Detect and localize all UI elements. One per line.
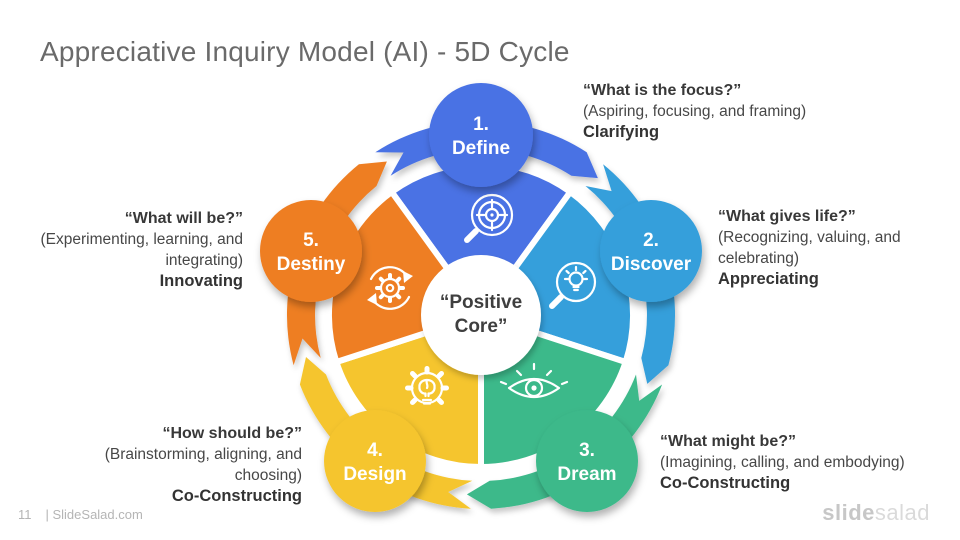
stage-name: Define	[452, 138, 510, 159]
eye-icon	[499, 362, 569, 399]
stage-circle-discover: 2. Discover	[600, 200, 702, 302]
annotation-keyword: Co-Constructing	[660, 474, 791, 492]
target-magnifier-icon	[464, 193, 514, 243]
slidesalad-logo: slidesalad	[822, 500, 930, 526]
bulb-magnifier-icon	[549, 261, 597, 309]
stage-number: 3.	[579, 440, 595, 461]
annotation-question: “How should be?”	[162, 425, 302, 442]
annotation-question: “What might be?”	[660, 433, 796, 450]
page-title: Appreciative Inquiry Model (AI) - 5D Cyc…	[40, 36, 570, 67]
positive-core-label-line2: Core”	[455, 316, 508, 337]
annotation-detail: (Imagining, calling, and embodying)	[660, 454, 905, 471]
page-number: 11	[18, 507, 32, 522]
stage-circle-design: 4. Design	[324, 410, 426, 512]
stage-name: Discover	[611, 254, 692, 275]
annotation-keyword: Innovating	[159, 272, 243, 290]
logo-bold-part: slide	[822, 500, 875, 525]
annotation-question: “What will be?”	[124, 210, 243, 227]
stage-number: 1.	[473, 114, 489, 135]
annotation-destiny: “What will be?” (Experimenting, learning…	[38, 208, 243, 292]
stage-circles: 1. Define 2. Discover 3. Dream 4. Design…	[260, 83, 702, 512]
annotation-detail: (Experimenting, learning, and integratin…	[40, 231, 243, 269]
annotation-define: “What is the focus?” (Aspiring, focusing…	[583, 80, 903, 143]
stage-name: Design	[343, 464, 406, 485]
annotation-detail: (Aspiring, focusing, and framing)	[583, 103, 807, 120]
annotation-detail: (Brainstorming, aligning, and choosing)	[104, 446, 302, 484]
annotation-keyword: Co-Constructing	[171, 487, 302, 505]
stage-number: 4.	[367, 440, 383, 461]
annotation-question: “What gives life?”	[718, 208, 856, 225]
footer: 11 | SlideSalad.com	[18, 507, 143, 522]
stage-circle-destiny: 5. Destiny	[260, 200, 362, 302]
annotation-keyword: Clarifying	[583, 123, 660, 141]
annotation-question: “What is the focus?”	[583, 82, 742, 99]
positive-core-label-line1: “Positive	[440, 292, 522, 313]
annotation-keyword: Appreciating	[718, 270, 819, 288]
stage-number: 5.	[303, 230, 319, 251]
gear-brain-icon	[405, 366, 449, 405]
stage-name: Destiny	[277, 254, 346, 275]
positive-core-circle	[421, 255, 541, 375]
annotation-dream: “What might be?” (Imagining, calling, an…	[660, 431, 960, 494]
footer-site-text: | SlideSalad.com	[45, 507, 143, 522]
logo-light-part: salad	[874, 500, 930, 525]
stage-number: 2.	[643, 230, 659, 251]
annotation-design: “How should be?” (Brainstorming, alignin…	[40, 423, 302, 507]
stage-name: Dream	[557, 464, 616, 485]
arc-discover-to-dream	[585, 164, 676, 384]
annotation-discover: “What gives life?” (Recognizing, valuing…	[718, 206, 933, 290]
annotation-detail: (Recognizing, valuing, and celebrating)	[718, 229, 901, 267]
gear-refresh-icon	[367, 266, 413, 310]
arc-destiny-to-define	[286, 161, 387, 366]
stage-circle-define: 1. Define	[429, 83, 533, 187]
stage-circle-dream: 3. Dream	[536, 410, 638, 512]
